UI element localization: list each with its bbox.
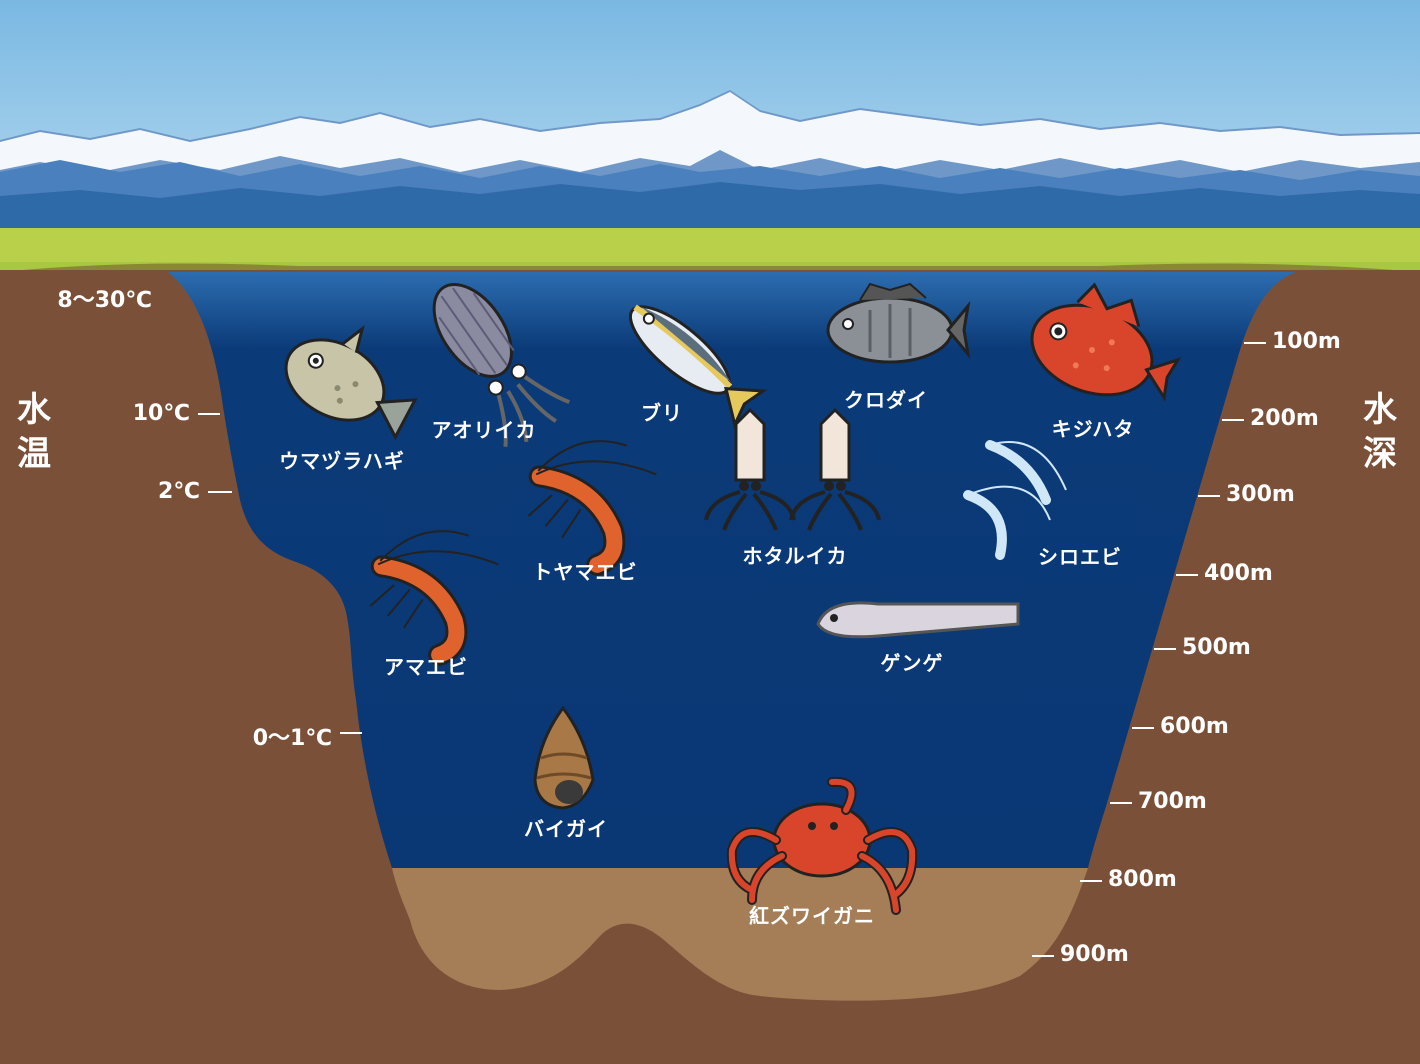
eelpout-icon: [816, 601, 1020, 639]
label-yellowtail: ブリ: [641, 401, 683, 425]
label-whelk: バイガイ: [524, 817, 608, 841]
seabed: [392, 868, 1088, 1001]
toyama-shrimp-icon: [527, 440, 657, 576]
whelk-icon: [533, 705, 595, 810]
temperature-tick-200m: [198, 413, 220, 415]
depth-tick-200m: [1222, 419, 1244, 421]
temperature-axis-title: 水 温: [12, 388, 56, 476]
temperature-axis-title-char-1: 水: [17, 390, 51, 430]
label-red-snow-crab: 紅ズワイガニ: [749, 904, 875, 928]
temperature-surface: 8～30℃: [57, 288, 152, 313]
depth-tick-600m: [1132, 727, 1154, 729]
label-white-shrimp: シロエビ: [1038, 545, 1122, 569]
depth-600m: 600m: [1160, 714, 1229, 739]
label-firefly-squid: ホタルイカ: [742, 544, 848, 568]
temperature-300m: 2℃: [158, 479, 200, 504]
depth-axis-title-char-1: 水: [1363, 390, 1397, 430]
depth-axis-title-char-2: 深: [1363, 434, 1397, 474]
label-filefish: ウマヅラハギ: [279, 449, 405, 473]
filefish-icon: [284, 324, 418, 441]
land-shadow: [0, 262, 1420, 272]
label-sweet-shrimp: アマエビ: [384, 655, 468, 679]
depth-900m: 900m: [1060, 942, 1129, 967]
depth-tick-300m: [1198, 495, 1220, 497]
sea-water: [168, 272, 1296, 868]
depth-100m: 100m: [1272, 329, 1341, 354]
depth-axis-title: 水 深: [1358, 388, 1402, 476]
depth-400m: 400m: [1204, 561, 1273, 586]
mountains-snow: [0, 92, 1420, 172]
firefly-squid-icon: [704, 407, 881, 531]
label-bigfin-squid: アオリイカ: [431, 418, 537, 442]
label-eelpout: ゲンゲ: [880, 651, 944, 675]
temperature-tick-300m: [208, 491, 232, 493]
depth-800m: 800m: [1108, 867, 1177, 892]
temperature-600m: 0～1℃: [252, 726, 332, 751]
red-snow-crab-icon: [726, 776, 918, 915]
temperature-axis-title-char-2: 温: [17, 434, 51, 474]
depth-tick-500m: [1154, 648, 1176, 650]
depth-500m: 500m: [1182, 635, 1251, 660]
depth-300m: 300m: [1226, 482, 1295, 507]
depth-tick-700m: [1110, 802, 1132, 804]
depth-tick-100m: [1244, 342, 1266, 344]
bigfin-squid-icon: [432, 282, 570, 447]
black-porgy-icon: [826, 282, 971, 364]
depth-tick-900m: [1032, 955, 1054, 957]
mountains-front: [0, 182, 1420, 232]
label-toyama-shrimp: トヤマエビ: [532, 560, 638, 584]
depth-200m: 200m: [1250, 406, 1319, 431]
temperature-tick-600m: [340, 732, 362, 734]
yellowtail-icon: [628, 304, 768, 430]
grouper-icon: [1030, 282, 1182, 402]
sweet-shrimp-icon: [369, 530, 499, 666]
depth-tick-400m: [1176, 574, 1198, 576]
white-shrimp-icon: [963, 440, 1067, 560]
temperature-200m: 10℃: [132, 401, 190, 426]
label-black-porgy: クロダイ: [844, 388, 928, 412]
depth-700m: 700m: [1138, 789, 1207, 814]
label-grouper: キジハタ: [1051, 417, 1135, 441]
depth-tick-800m: [1080, 880, 1102, 882]
land: [0, 228, 1420, 272]
